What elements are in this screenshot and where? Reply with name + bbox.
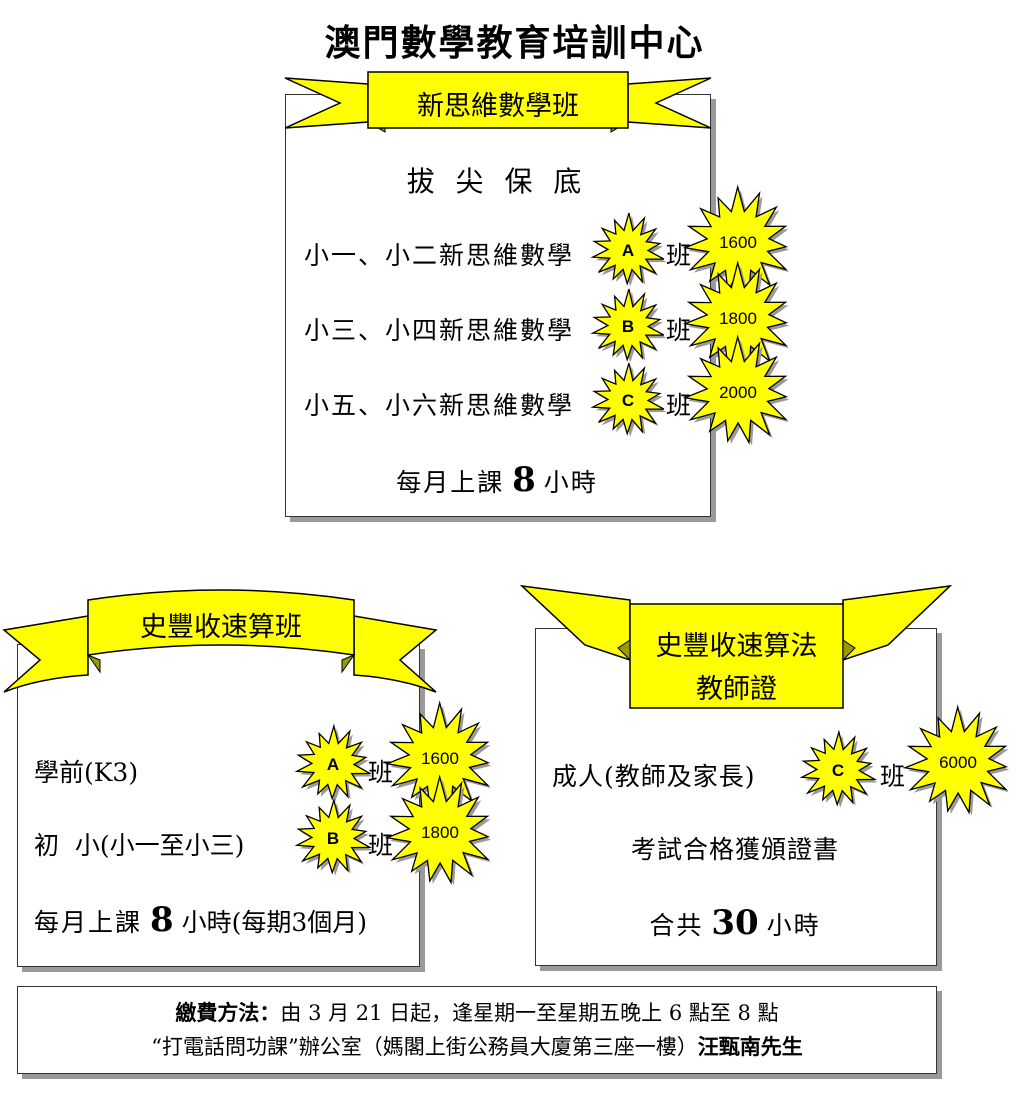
- grade-badge: C: [799, 729, 878, 808]
- class-suffix: 班: [666, 241, 692, 270]
- office-text: “打電話問功課”辦公室（媽閣上街公務員大廈第三座一樓）: [151, 1035, 698, 1059]
- grade-badge-text: C: [622, 391, 634, 410]
- math-row-label: 小一、小二新思維數學: [304, 241, 575, 270]
- teacher-cert-total: 合共 30 小時: [535, 903, 935, 943]
- page-title: 澳門數學教育培訓中心: [324, 22, 705, 64]
- total-prefix: 合共: [649, 911, 704, 940]
- class-suffix: 班: [880, 762, 906, 791]
- teacher-cert-text: 考試合格獲頒證書: [630, 835, 839, 864]
- abacus-row-label: 初 小(小一至小三): [34, 831, 245, 860]
- price-badge-text: 1800: [421, 823, 459, 842]
- total-suffix: 小時: [766, 911, 821, 940]
- grade-badge-text: A: [327, 755, 339, 774]
- teacher-cert-banner-line1: 史豐收速算法: [655, 631, 818, 662]
- grade-badge-text: C: [832, 761, 844, 780]
- grade-badge: C: [590, 362, 667, 437]
- teacher-row-label: 成人(教師及家長): [552, 762, 756, 791]
- hours-suffix: 小時(每期3個月): [181, 908, 368, 937]
- price-badge-text: 2000: [719, 383, 757, 402]
- price-badge-text: 1600: [421, 749, 459, 768]
- payment-text: 由 3 月 21 日起，逢星期一至星期五晚上 6 點至 8 點: [280, 1001, 779, 1025]
- office-line: “打電話問功課”辦公室（媽閣上街公務員大廈第三座一樓）汪甄南先生: [18, 1031, 936, 1061]
- hours-prefix: 每月上課: [396, 468, 505, 497]
- grade-badge: B: [590, 288, 667, 363]
- price-badge-text: 1600: [719, 233, 757, 252]
- class-suffix: 班: [666, 316, 692, 345]
- price-badge: 1600: [682, 184, 790, 296]
- price-badge: 1800: [682, 260, 790, 372]
- math-row-label: 小三、小四新思維數學: [304, 316, 575, 345]
- hours-number: 8: [149, 900, 174, 940]
- price-badge-text: 1800: [719, 309, 757, 328]
- price-badge: 6000: [902, 704, 1010, 816]
- abacus-class-banner-label: 史豐收速算班: [140, 612, 302, 643]
- math-class-hours: 每月上課 8 小時: [285, 460, 709, 500]
- total-number: 30: [711, 903, 759, 943]
- grade-badge-text: B: [327, 829, 339, 848]
- abacus-row-label: 學前(K3): [34, 758, 139, 787]
- grade-badge: B: [294, 797, 373, 876]
- math-class-banner-label: 新思維數學班: [417, 91, 579, 122]
- math-row-label: 小五、小六新思維數學: [304, 391, 575, 420]
- price-badge-text: 6000: [939, 753, 977, 772]
- payment-line: 繳費方法：由 3 月 21 日起，逢星期一至星期五晚上 6 點至 8 點: [18, 997, 936, 1027]
- class-suffix: 班: [666, 391, 692, 420]
- price-badge: 2000: [682, 334, 790, 446]
- grade-badge-text: A: [622, 241, 634, 260]
- teacher-cert-banner-line2: 教師證: [696, 674, 777, 705]
- hours-suffix: 小時: [543, 468, 598, 497]
- hours-prefix: 每月上課: [34, 908, 143, 937]
- grade-badge: A: [294, 723, 373, 802]
- hours-number: 8: [512, 460, 536, 500]
- payment-label: 繳費方法：: [175, 1000, 281, 1025]
- grade-badge: A: [590, 212, 667, 287]
- footer-box: 繳費方法：由 3 月 21 日起，逢星期一至星期五晚上 6 點至 8 點 “打電…: [17, 986, 937, 1074]
- grade-badge-text: B: [622, 317, 634, 336]
- abacus-class-box: [17, 644, 420, 967]
- math-class-slogan: 拔 尖 保 底: [406, 165, 588, 198]
- class-suffix: 班: [368, 831, 394, 860]
- abacus-class-hours: 每月上課 8 小時(每期3個月): [34, 900, 367, 940]
- price-badge: 1800: [384, 774, 492, 886]
- contact-name: 汪甄南先生: [697, 1034, 803, 1059]
- price-badge: 1600: [384, 700, 492, 812]
